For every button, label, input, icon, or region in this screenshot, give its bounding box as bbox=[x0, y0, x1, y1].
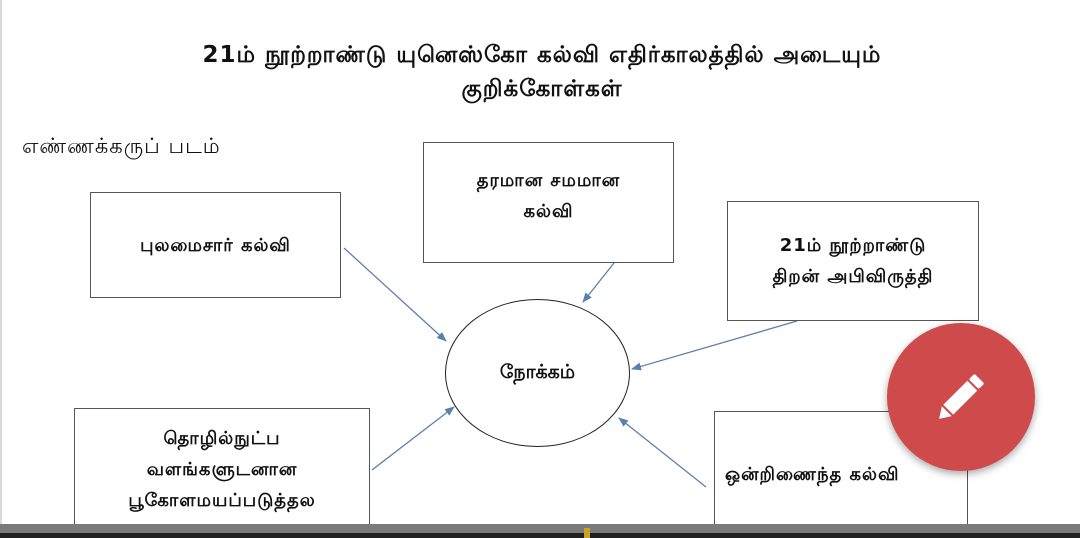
edit-fab-button[interactable] bbox=[887, 323, 1035, 471]
arrow-top-right bbox=[631, 320, 798, 371]
center-goal-label: நோக்கம் bbox=[499, 360, 576, 383]
box-quality-equal-education-line-2: கல்வி bbox=[523, 200, 574, 222]
box-technology-globalization-line-3: பூகோளமயப்படுத்தல bbox=[128, 490, 316, 511]
box-21st-century-skills: 21ம் நூற்றாண்டு திறன் அபிவிருத்தி bbox=[727, 201, 979, 321]
bottom-bar-shadow bbox=[0, 533, 1080, 538]
box-integrated-education-label: ஒன்றிணைந்த கல்வி bbox=[725, 464, 900, 485]
bottom-bar-marker bbox=[584, 528, 590, 538]
box-academic-education: புலமைசார் கல்வி bbox=[90, 192, 341, 298]
box-technology-globalization-line-2: வளங்களுடனான bbox=[146, 459, 298, 480]
pencil-icon bbox=[939, 374, 984, 419]
box-21st-century-skills-line-2: திறன் அபிவிருத்தி bbox=[772, 266, 934, 287]
box-21st-century-skills-line-1: 21ம் நூற்றாண்டு bbox=[779, 235, 927, 256]
box-quality-equal-education: தரமான சமமான கல்வி bbox=[423, 142, 674, 263]
connector-arrows bbox=[343, 247, 798, 488]
arrow-top-left bbox=[343, 247, 447, 342]
box-academic-education-label: புலமைசார் கல்வி bbox=[140, 234, 291, 256]
diagram-title: 21ம் நூற்றாண்டு யுனெஸ்கோ கல்வி எதிர்காலத… bbox=[42, 38, 1042, 106]
arrow-top-center bbox=[582, 262, 615, 303]
center-goal-ellipse: நோக்கம் bbox=[445, 299, 630, 447]
slide-page: 21ம் நூற்றாண்டு யுனெஸ்கோ கல்வி எதிர்காலத… bbox=[0, 0, 1042, 524]
arrow-bottom-left bbox=[371, 406, 455, 471]
box-technology-globalization-line-1: தொழில்நுட்ப bbox=[163, 428, 281, 449]
bottom-status-bar bbox=[0, 524, 1080, 538]
concept-map-caption: எண்ணக்கருப் படம் bbox=[22, 134, 221, 158]
arrow-bottom-right bbox=[618, 417, 707, 488]
box-quality-equal-education-line-1: தரமான சமமான bbox=[476, 169, 621, 191]
title-line-2: குறிக்கோள்கள் bbox=[461, 76, 623, 102]
title-line-1: 21ம் நூற்றாண்டு யுனெஸ்கோ கல்வி எதிர்காலத… bbox=[202, 42, 882, 68]
box-technology-globalization: தொழில்நுட்ப வளங்களுடனான பூகோளமயப்படுத்தல bbox=[74, 408, 370, 524]
